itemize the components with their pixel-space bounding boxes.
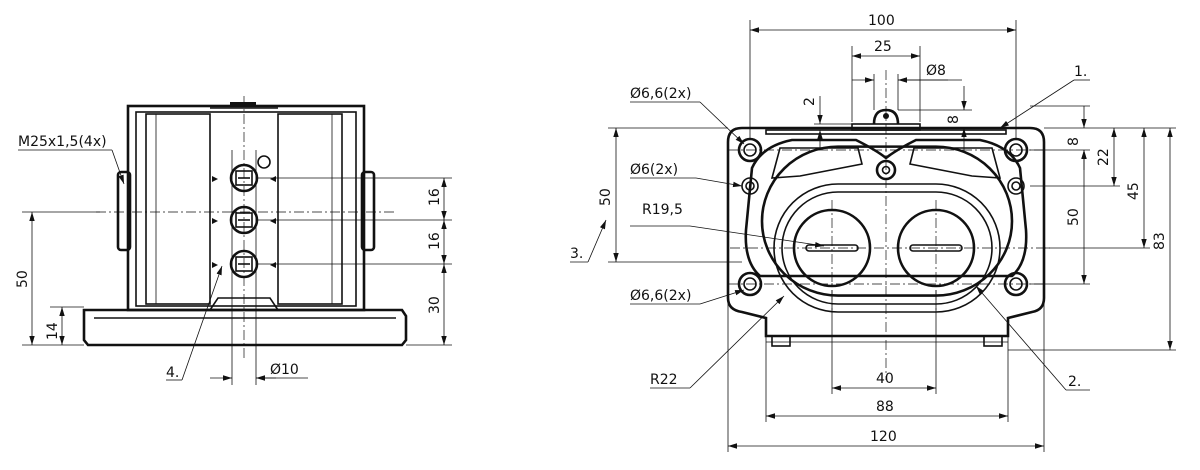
label-dim-50-left: 50 xyxy=(15,270,31,288)
label-dim-83: 83 xyxy=(1152,232,1168,250)
foot-right xyxy=(983,335,1003,347)
label-dia-8: Ø8 xyxy=(926,63,946,79)
label-item-4: 4. xyxy=(166,365,179,381)
label-item-1: 1. xyxy=(1074,64,1087,80)
label-r195: R19,5 xyxy=(642,202,683,218)
foot-left xyxy=(771,335,791,347)
label-dim-50-right: 50 xyxy=(1066,208,1082,226)
label-dim-40: 40 xyxy=(876,371,894,387)
side-view-right-panel xyxy=(277,113,343,305)
label-dia-66-top: Ø6,6(2x) xyxy=(630,86,691,102)
front-view-cavity xyxy=(744,138,1028,278)
label-dim-16a: 16 xyxy=(427,188,443,206)
label-dia-6: Ø6(2x) xyxy=(630,162,678,178)
left-cable-gland-boss xyxy=(116,170,132,252)
label-dim-2: 2 xyxy=(802,97,818,106)
label-dim-88: 88 xyxy=(876,399,894,415)
label-item-3: 3. xyxy=(570,246,583,262)
label-dim-100: 100 xyxy=(868,13,895,29)
label-dim-120: 120 xyxy=(870,429,897,445)
label-dim-50-mid: 50 xyxy=(598,188,614,206)
label-dim-8-right: 8 xyxy=(1066,137,1082,146)
front-view: 100 25 Ø8 2 8 1. Ø6,6(2x) Ø6(2x) R19,5 5… xyxy=(570,13,1176,452)
label-dia-10: Ø10 xyxy=(270,362,299,378)
label-dim-30: 30 xyxy=(427,296,443,314)
label-dim-14: 14 xyxy=(45,322,61,340)
label-dia-66-bot: Ø6,6(2x) xyxy=(630,288,691,304)
window-outer xyxy=(760,145,1014,297)
label-item-2: 2. xyxy=(1068,374,1081,390)
side-view-base xyxy=(82,308,408,347)
right-cable-gland-boss xyxy=(360,170,376,252)
label-m25: M25x1,5(4x) xyxy=(18,134,107,150)
side-view: M25x1,5(4x) 50 14 16 16 30 Ø10 4. xyxy=(15,96,452,385)
label-dim-45: 45 xyxy=(1126,182,1142,200)
side-view-left-panel xyxy=(145,113,211,305)
label-dim-8-top: 8 xyxy=(946,115,962,124)
label-dim-25: 25 xyxy=(874,39,892,55)
label-r22: R22 xyxy=(650,372,678,388)
label-dim-22: 22 xyxy=(1096,148,1112,166)
label-dim-16b: 16 xyxy=(427,232,443,250)
